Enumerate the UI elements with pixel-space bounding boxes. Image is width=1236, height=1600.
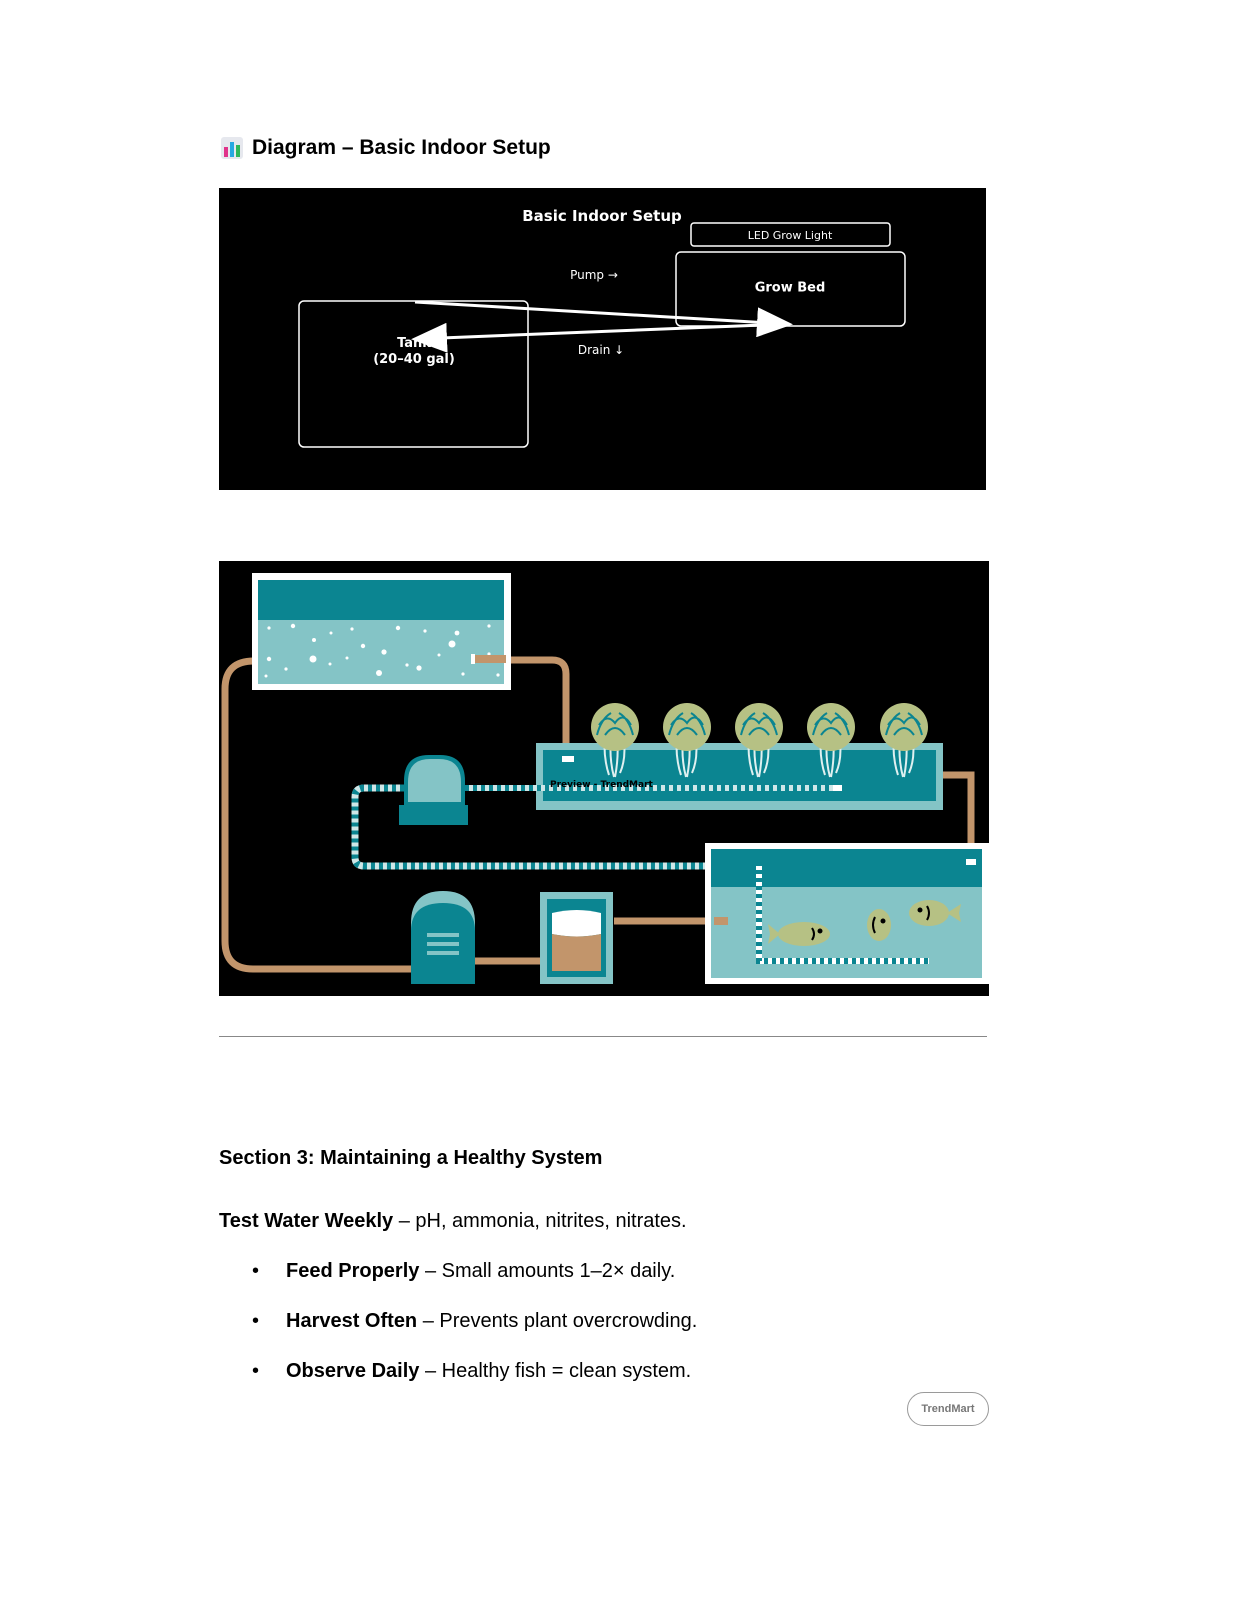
- list-item: • Observe Daily – Healthy fish = clean s…: [252, 1360, 691, 1383]
- fish: [768, 900, 961, 946]
- list-item: • Feed Properly – Small amounts 1–2× dai…: [252, 1260, 675, 1283]
- bullet-icon: •: [252, 1260, 260, 1282]
- trendmart-badge: TrendMart: [907, 1392, 989, 1426]
- grow-bed: Preview - TrendMart: [465, 743, 943, 810]
- drain-label: Drain ↓: [578, 343, 624, 357]
- led-grow-light-label: LED Grow Light: [748, 229, 833, 242]
- bullet-icon: •: [252, 1310, 260, 1332]
- drain-arrow: [411, 322, 788, 353]
- heading-text: Diagram – Basic Indoor Setup: [252, 136, 551, 159]
- bullet-text: – Prevents plant overcrowding.: [417, 1310, 698, 1332]
- bar-chart-icon: [221, 137, 243, 159]
- pump-label: Pump →: [570, 268, 618, 282]
- diagram-title: Basic Indoor Setup: [522, 207, 682, 225]
- filter-tank: [252, 573, 511, 690]
- tank-label-line2: (20–40 gal): [373, 352, 455, 367]
- fish-tank: [705, 843, 989, 984]
- intro-paragraph: Test Water Weekly – pH, ammonia, nitrite…: [219, 1210, 687, 1233]
- intro-text: – pH, ammonia, nitrites, nitrates.: [393, 1210, 687, 1232]
- water-pump: [399, 755, 468, 825]
- bullet-bold: Harvest Often: [286, 1310, 418, 1332]
- bullet-bold: Observe Daily: [286, 1360, 420, 1382]
- intro-bold: Test Water Weekly: [219, 1210, 394, 1232]
- tank-box: [298, 300, 529, 448]
- grow-bed-label: Grow Bed: [755, 281, 826, 296]
- divider: [219, 1036, 987, 1037]
- list-item: • Harvest Often – Prevents plant overcro…: [252, 1310, 697, 1333]
- water-pipes: [221, 656, 975, 973]
- preview-watermark: Preview - TrendMart: [550, 780, 654, 790]
- pump-arrow: [414, 300, 793, 338]
- air-pump: [411, 891, 475, 984]
- aquaponics-illustration: Preview - TrendMart: [219, 561, 989, 996]
- bullet-text: – Small amounts 1–2× daily.: [419, 1260, 676, 1282]
- section-title: Section 3: Maintaining a Healthy System: [219, 1147, 603, 1169]
- basic-setup-diagram: Basic Indoor Setup LED Grow Light Grow B…: [219, 188, 986, 490]
- led-grow-light-box: [690, 222, 891, 247]
- bullet-icon: •: [252, 1360, 260, 1382]
- section-heading: Diagram – Basic Indoor Setup: [220, 136, 551, 160]
- bullet-text: – Healthy fish = clean system.: [419, 1360, 692, 1382]
- lettuce-plants: [591, 703, 928, 778]
- bullet-bold: Feed Properly: [286, 1260, 420, 1282]
- bio-filter: [540, 892, 613, 984]
